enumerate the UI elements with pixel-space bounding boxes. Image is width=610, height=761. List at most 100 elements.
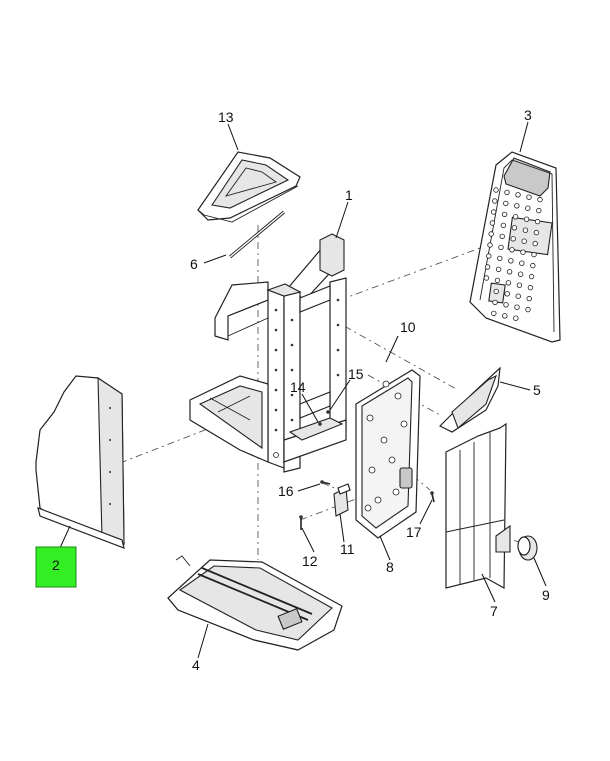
back-panel-hole [525,205,531,211]
side-panel-hole [366,414,374,422]
back-panel-hole [492,299,498,306]
back-panel-hole [508,258,514,264]
back-panel-hole [526,295,532,302]
back-panel-hole [531,251,537,258]
back-panel-hole [520,249,526,255]
back-panel-hole [528,273,535,280]
part-5-cap[interactable] [438,366,501,433]
part-14-fastener[interactable] [318,422,322,426]
part-17-screw[interactable] [430,491,435,503]
callout-15[interactable]: 15 [348,366,364,382]
callout-14[interactable]: 14 [290,379,306,395]
part-4-base-tray[interactable] [167,555,343,651]
back-panel-hole [505,280,512,286]
part-15-fastener[interactable] [326,410,330,414]
callout-8[interactable]: 8 [386,559,394,575]
back-panel-hole [503,200,509,207]
callout-10[interactable]: 10 [400,319,416,335]
back-panel-hole [484,264,491,270]
back-panel-hole [497,255,503,262]
callout-4[interactable]: 4 [192,657,200,673]
back-panel-hole [501,211,508,218]
side-panel-hole [364,504,372,512]
part-13-top-tray[interactable] [197,151,301,223]
back-panel-hole [522,227,529,233]
back-panel-hole [493,187,499,193]
back-panel-hole [488,231,494,237]
part-16-screw[interactable] [320,480,331,485]
back-panel-hole [533,229,540,236]
back-panel-hole [514,304,520,310]
back-panel-hole [516,282,523,288]
callout-2-highlight-box [35,546,77,588]
back-panel-hole [483,275,490,281]
callout-2[interactable]: 2 [52,557,60,573]
shroud-holes [109,407,111,505]
back-panel-hole [504,291,510,297]
leader-lines [59,121,547,659]
part-2-side-shroud[interactable] [35,375,125,549]
part-3-back-panel[interactable] [469,151,561,343]
back-panel-hole [513,315,519,321]
back-panel-holes [483,187,543,321]
back-panel-hole [489,220,496,226]
back-panel-hole [521,238,527,244]
side-panel-hole [380,436,388,444]
callout-13[interactable]: 13 [218,109,234,125]
callout-16[interactable]: 16 [278,483,294,499]
back-panel-hole [500,222,507,229]
back-panel-hole [490,209,497,215]
callout-17[interactable]: 17 [406,524,422,540]
back-panel-hole [502,313,508,319]
frame-holes [273,298,340,458]
side-panel-hole [388,456,396,464]
back-panel-hole [491,310,497,317]
back-panel-hole [523,216,530,222]
back-panel-hole [515,192,521,198]
back-panel-hole [537,196,543,203]
part-12-screw[interactable] [299,515,303,530]
callout-6[interactable]: 6 [190,256,198,272]
callout-9[interactable]: 9 [542,587,550,603]
callout-12[interactable]: 12 [302,553,318,569]
back-panel-hole [534,218,541,225]
part-11-bracket[interactable] [333,483,351,517]
side-panel-hole [392,488,400,496]
back-panel-hole [486,253,492,259]
back-panel-hole [493,288,499,295]
back-panel-hole [525,306,531,313]
back-panel-hole [532,240,538,247]
part-1-frame[interactable] [189,233,347,473]
back-panel-hole [504,189,510,196]
back-panel-hole [530,262,536,269]
part-6-rod[interactable] [228,210,286,259]
side-panel-hole [400,420,408,428]
back-panel-hole [487,242,493,248]
back-panel-hole [495,266,502,273]
side-panel-hole [368,466,376,474]
back-panel-hole [510,236,516,242]
back-panel-hole [514,203,520,209]
back-panel-hole [527,284,534,291]
callout-1[interactable]: 1 [345,187,353,203]
callout-5[interactable]: 5 [533,382,541,398]
callout-labels: 13 1 3 6 10 5 15 14 16 12 11 8 17 7 9 4 … [52,107,550,673]
side-panel-hole [382,380,390,388]
back-panel-hole [536,207,542,214]
back-panel-hole [498,244,504,251]
side-panel-hole [374,496,382,504]
back-panel-hole [492,198,498,204]
part-7-front-cover[interactable] [445,422,511,590]
callout-7[interactable]: 7 [490,603,498,619]
back-panel-hole [509,247,515,253]
callout-3[interactable]: 3 [524,107,532,123]
callout-11[interactable]: 11 [340,541,355,557]
back-panel-hole [519,260,525,266]
part-8-side-panel[interactable] [355,369,421,539]
back-panel-hole [506,269,513,275]
back-panel-hole [515,293,521,299]
side-panel-holes [364,380,408,512]
back-panel-hole [494,277,501,284]
part-9-knob[interactable] [517,535,538,561]
back-panel-hole [499,233,505,240]
